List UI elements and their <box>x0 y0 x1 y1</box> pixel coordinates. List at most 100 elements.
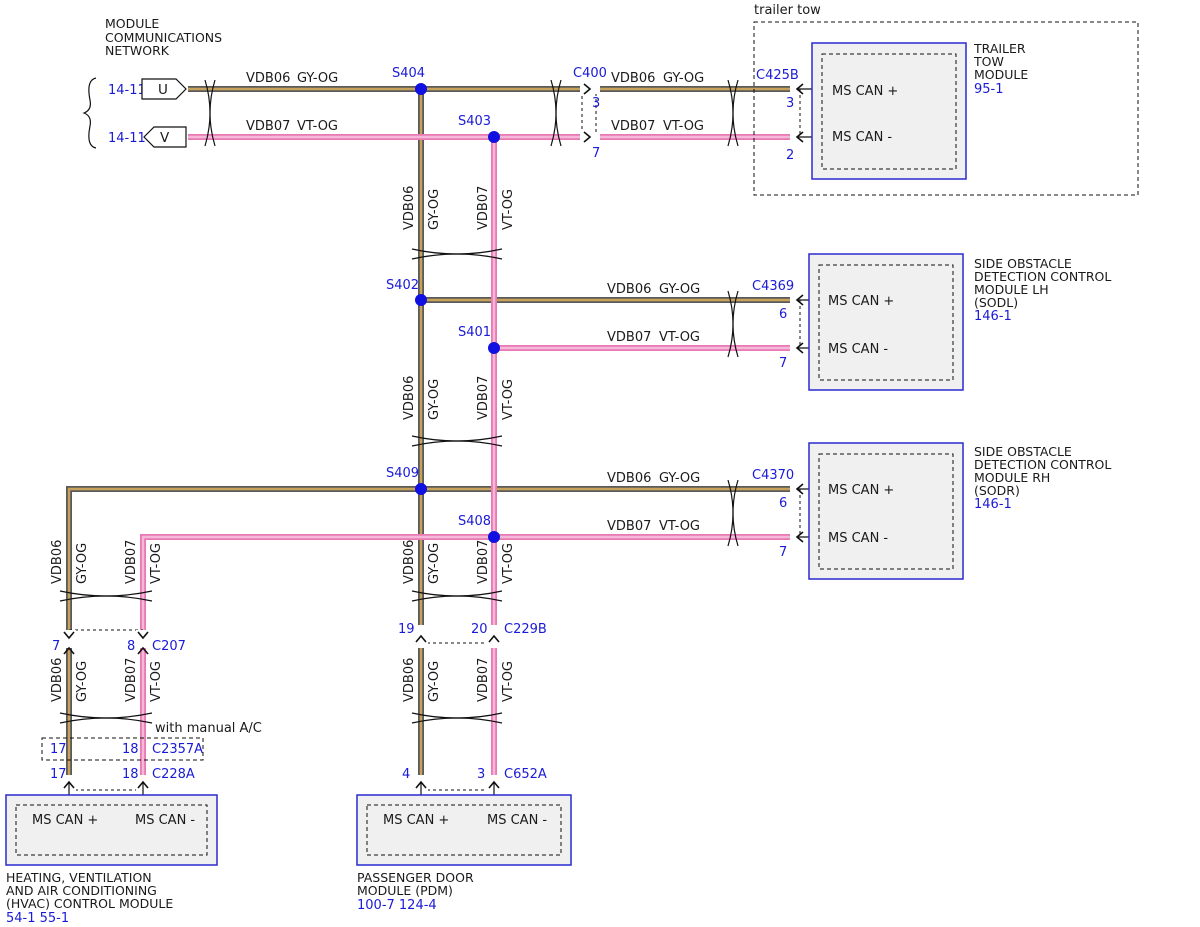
connector-c4370: C4370 6 7 <box>752 468 818 560</box>
svg-text:VDB07: VDB07 <box>607 519 651 534</box>
svg-text:6: 6 <box>779 307 787 322</box>
svg-text:DETECTION CONTROL: DETECTION CONTROL <box>974 457 1111 472</box>
splice-s401: S401 <box>458 325 500 354</box>
svg-text:GY-OG: GY-OG <box>659 282 700 297</box>
svg-text:VDB06: VDB06 <box>607 471 651 486</box>
svg-text:VDB06: VDB06 <box>402 376 417 420</box>
svg-text:GY-OG: GY-OG <box>297 71 338 86</box>
wire-vdb07-network <box>140 134 790 775</box>
svg-text:trailer tow: trailer tow <box>754 3 821 18</box>
svg-text:TOW: TOW <box>973 54 1004 69</box>
svg-text:MS CAN +: MS CAN + <box>828 483 894 498</box>
network-ref-u[interactable]: 14-11 U <box>108 78 187 100</box>
splice-s402: S402 <box>386 278 427 306</box>
svg-text:17: 17 <box>50 767 67 782</box>
svg-text:AND AIR CONDITIONING: AND AIR CONDITIONING <box>6 883 157 898</box>
svg-text:7: 7 <box>592 146 600 161</box>
svg-text:14-11: 14-11 <box>108 83 146 98</box>
connector-c2357a: with manual A/C 17 18 C2357A <box>41 721 262 761</box>
svg-text:MODULE: MODULE <box>974 67 1028 82</box>
svg-text:TRAILER: TRAILER <box>973 41 1026 56</box>
svg-text:S409: S409 <box>386 466 419 481</box>
connector-c228a: 17 18 C228A <box>50 767 195 805</box>
svg-text:VDB07: VDB07 <box>476 540 491 584</box>
svg-text:DETECTION CONTROL: DETECTION CONTROL <box>974 269 1111 284</box>
svg-text:V: V <box>160 130 170 146</box>
svg-text:7: 7 <box>779 356 787 371</box>
splice-s408: S408 <box>458 514 500 543</box>
svg-text:MS CAN -: MS CAN - <box>828 531 888 546</box>
svg-text:with manual A/C: with manual A/C <box>155 721 262 736</box>
svg-text:VDB06: VDB06 <box>50 540 65 584</box>
splice-s409: S409 <box>386 466 427 495</box>
svg-text:VDB07: VDB07 <box>476 186 491 230</box>
svg-text:8: 8 <box>127 639 135 654</box>
module-sodr[interactable]: MS CAN + MS CAN - <box>808 442 964 580</box>
svg-text:VT-OG: VT-OG <box>297 119 338 134</box>
network-brace-icon <box>82 77 97 149</box>
svg-text:C4369: C4369 <box>752 279 794 294</box>
svg-text:18: 18 <box>122 767 139 782</box>
svg-text:S402: S402 <box>386 278 419 293</box>
svg-text:19: 19 <box>398 622 415 637</box>
svg-text:VDB07: VDB07 <box>124 658 139 702</box>
svg-text:VDB06: VDB06 <box>402 540 417 584</box>
svg-text:VT-OG: VT-OG <box>663 119 704 134</box>
svg-text:C4370: C4370 <box>752 468 794 483</box>
svg-text:U: U <box>158 82 168 98</box>
wire-vdb06-network <box>66 86 790 775</box>
svg-text:MS CAN +: MS CAN + <box>828 294 894 309</box>
svg-text:PASSENGER DOOR: PASSENGER DOOR <box>357 870 474 885</box>
svg-text:VT-OG: VT-OG <box>149 661 164 702</box>
svg-text:C229B: C229B <box>504 622 547 637</box>
svg-text:GY-OG: GY-OG <box>663 71 704 86</box>
wire-labels-vertical: VDB06 GY-OG VDB07 VT-OG VDB06 GY-OG VDB0… <box>50 186 516 702</box>
svg-text:VT-OG: VT-OG <box>501 661 516 702</box>
svg-text:MS CAN -: MS CAN - <box>487 813 547 828</box>
svg-text:VT-OG: VT-OG <box>501 543 516 584</box>
connector-c425b: C425B 3 2 <box>756 68 822 163</box>
connector-c400: C400 3 7 <box>573 66 607 161</box>
module-trailer-tow-label: TRAILER TOW MODULE 95-1 <box>973 41 1028 97</box>
module-sodl-label: SIDE OBSTACLE DETECTION CONTROL MODULE L… <box>974 256 1111 324</box>
svg-text:18: 18 <box>122 742 139 757</box>
svg-text:MS CAN -: MS CAN - <box>828 342 888 357</box>
svg-text:7: 7 <box>779 545 787 560</box>
svg-text:14-11: 14-11 <box>108 131 146 146</box>
svg-text:(SODL): (SODL) <box>974 295 1018 310</box>
module-pdm[interactable]: MS CAN + MS CAN - <box>356 794 572 866</box>
svg-text:146-1: 146-1 <box>974 309 1012 324</box>
svg-text:S401: S401 <box>458 325 491 340</box>
splice-s403: S403 <box>458 114 500 143</box>
svg-text:VT-OG: VT-OG <box>659 519 700 534</box>
svg-text:MODULE (PDM): MODULE (PDM) <box>357 883 453 898</box>
svg-text:VDB06: VDB06 <box>246 71 290 86</box>
svg-text:95-1: 95-1 <box>974 82 1004 97</box>
svg-text:VT-OG: VT-OG <box>149 543 164 584</box>
svg-text:COMMUNICATIONS: COMMUNICATIONS <box>105 30 222 45</box>
svg-text:3: 3 <box>786 96 794 111</box>
svg-text:VDB06: VDB06 <box>50 658 65 702</box>
svg-text:MODULE: MODULE <box>105 16 159 31</box>
svg-text:VDB06: VDB06 <box>611 71 655 86</box>
module-hvac[interactable]: MS CAN + MS CAN - <box>5 794 218 866</box>
svg-text:7: 7 <box>52 639 60 654</box>
svg-text:3: 3 <box>477 767 485 782</box>
svg-text:146-1: 146-1 <box>974 497 1012 512</box>
module-hvac-label: HEATING, VENTILATION AND AIR CONDITIONIN… <box>6 870 173 926</box>
module-sodl[interactable]: MS CAN + MS CAN - <box>808 253 964 391</box>
svg-text:VDB06: VDB06 <box>402 658 417 702</box>
svg-text:GY-OG: GY-OG <box>427 379 442 420</box>
module-trailer-tow[interactable]: MS CAN + MS CAN - <box>811 42 967 180</box>
svg-text:MS CAN -: MS CAN - <box>832 130 892 145</box>
svg-text:GY-OG: GY-OG <box>659 471 700 486</box>
svg-text:C652A: C652A <box>504 767 547 782</box>
network-ref-v[interactable]: 14-11 V <box>108 126 187 148</box>
svg-text:HEATING, VENTILATION: HEATING, VENTILATION <box>6 870 152 885</box>
network-title: MODULE COMMUNICATIONS NETWORK <box>105 16 222 58</box>
svg-text:GY-OG: GY-OG <box>427 189 442 230</box>
connector-c207: 7 8 C207 <box>52 629 186 655</box>
svg-text:MODULE LH: MODULE LH <box>974 282 1049 297</box>
